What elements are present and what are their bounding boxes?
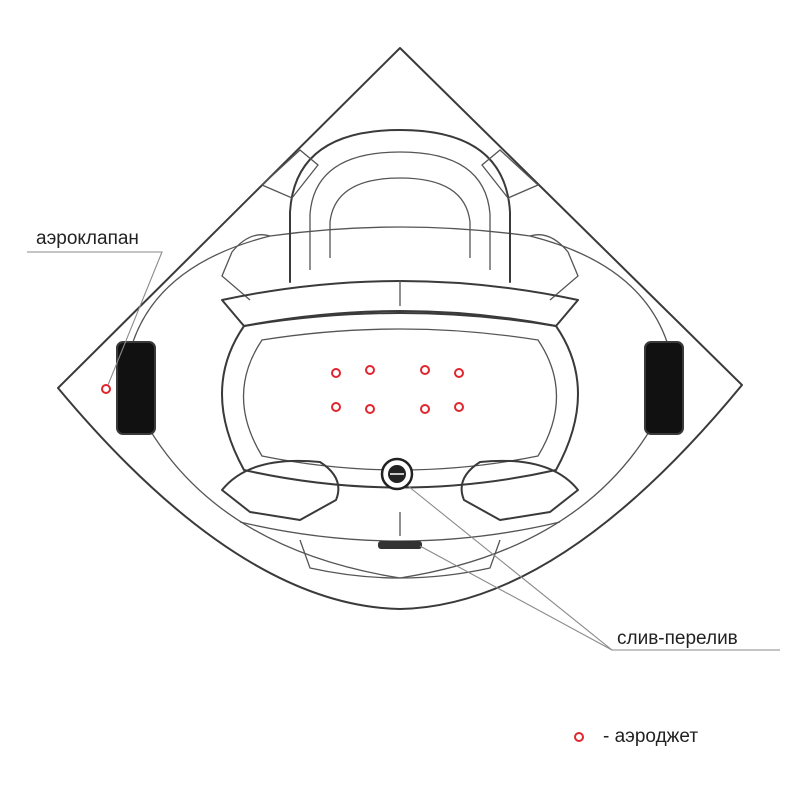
jet-icon <box>331 368 341 378</box>
pillow-right <box>644 341 684 435</box>
jet-icon <box>420 404 430 414</box>
air-jets <box>331 365 464 414</box>
shoulder-left <box>221 149 319 301</box>
drain-icon <box>380 457 414 491</box>
drain-overflow-label: слив-перелив <box>617 628 738 649</box>
pillow-left <box>116 341 156 435</box>
jet-icon <box>454 402 464 412</box>
shoulder-right <box>481 149 579 301</box>
jet-icon <box>365 404 375 414</box>
jet-icon <box>365 365 375 375</box>
air-valve-leader <box>27 251 163 386</box>
basin-floor <box>242 328 558 471</box>
legend-jet-icon <box>574 732 584 742</box>
lower-seat-left <box>221 459 340 521</box>
drain-leader-1 <box>407 485 780 651</box>
lower-seat-right <box>460 459 579 521</box>
air-valve-icon <box>101 384 111 394</box>
backrest-arch <box>289 129 511 283</box>
drain-leader-2 <box>419 545 613 651</box>
overflow-slot <box>378 541 422 549</box>
backrest-arch-hole <box>329 177 471 258</box>
jet-icon <box>420 365 430 375</box>
upper-seat <box>221 280 579 327</box>
backrest-arch-inner <box>309 151 491 270</box>
legend-label: - аэроджет <box>603 726 699 747</box>
basin-outer <box>221 312 579 489</box>
jet-icon <box>331 402 341 412</box>
tub-outer-contour <box>57 47 743 610</box>
front-rim <box>239 521 561 579</box>
air-valve-label: аэроклапан <box>36 228 139 249</box>
jet-icon <box>454 368 464 378</box>
